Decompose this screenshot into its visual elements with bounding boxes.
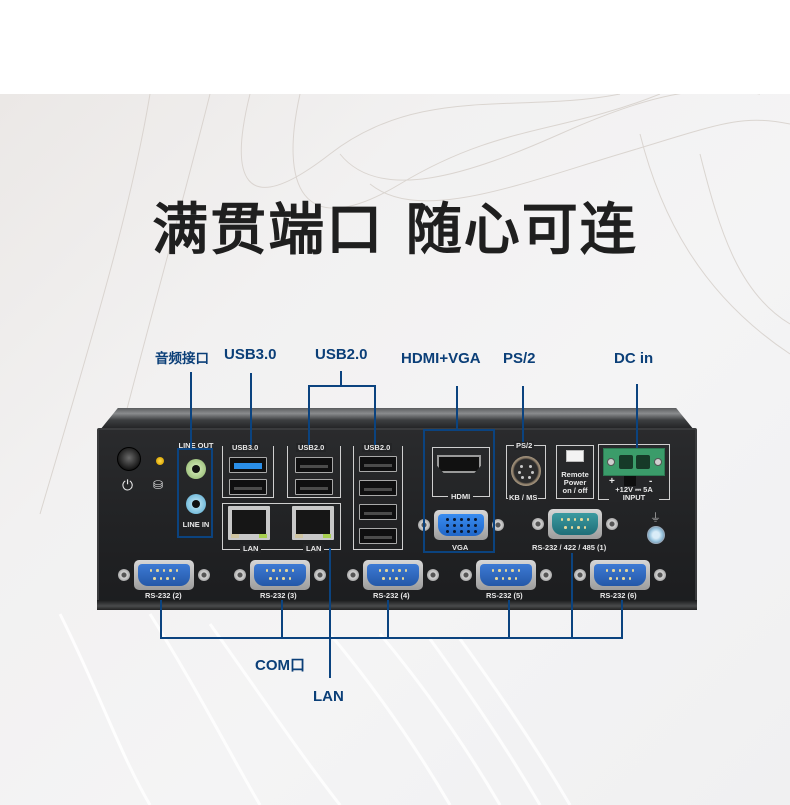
remote-label-line1: Remote xyxy=(561,470,589,479)
usb20-label-b: USB2.0 xyxy=(362,443,393,452)
ps2-port xyxy=(511,456,541,486)
callout-line-audio xyxy=(190,372,192,448)
remote-label-line3: on / off xyxy=(562,486,588,495)
hdmi-port xyxy=(437,455,481,473)
status-led xyxy=(156,457,164,465)
callout-line-hdmi-vga xyxy=(456,386,458,430)
usb20-port-2 xyxy=(295,479,333,495)
callout-lan: LAN xyxy=(313,688,344,705)
callout-dc-in: DC in xyxy=(614,350,654,367)
lan-label-2: LAN xyxy=(303,544,325,553)
usb20-bracket-left xyxy=(308,385,310,445)
lan-port-1 xyxy=(228,506,270,540)
usb20-frame-b xyxy=(353,446,403,550)
callout-line-ps2 xyxy=(522,386,524,442)
lan-port-2 xyxy=(292,506,334,540)
com4-port xyxy=(347,560,439,590)
callout-usb30: USB3.0 xyxy=(224,346,277,363)
com6-port xyxy=(574,560,666,590)
callout-line-usb30 xyxy=(250,373,252,445)
usb20-port-5 xyxy=(359,504,397,520)
callout-hdmi-vga: HDMI+VGA xyxy=(401,350,481,367)
remote-power-connector xyxy=(566,450,584,462)
callout-audio: 音频接口 xyxy=(155,351,209,367)
chassis-top-heatsink xyxy=(100,408,694,430)
com-line-3 xyxy=(281,600,283,639)
line-in-label: LINE IN xyxy=(182,520,210,529)
remote-power-frame xyxy=(556,445,594,499)
line-in-jack xyxy=(186,494,206,514)
usb20-bracket xyxy=(308,385,376,387)
com-line-6 xyxy=(621,600,623,639)
com4-label: RS-232 (4) xyxy=(373,591,410,600)
dc-input-label: INPUT xyxy=(609,493,659,502)
usb30-label: USB3.0 xyxy=(230,443,261,452)
usb20-frame-a xyxy=(287,446,341,498)
usb20-port-4 xyxy=(359,480,397,496)
usb20-port-6 xyxy=(359,528,397,544)
vga-port xyxy=(418,510,504,540)
usb30-port xyxy=(229,457,267,473)
dc-minus-label: - xyxy=(649,476,653,487)
usb20-port-3 xyxy=(359,456,397,472)
hdmi-vga-box-right xyxy=(493,429,495,553)
callout-line-dc-in xyxy=(636,384,638,448)
audio-box-right xyxy=(211,448,213,538)
dc-plus-label: + xyxy=(609,476,615,487)
callout-line-lan xyxy=(329,548,331,678)
power-button xyxy=(117,447,141,471)
com-bracket-bar xyxy=(160,637,623,639)
dc-voltage-label: +12V ⎓ 5A xyxy=(615,485,653,494)
callout-line-usb20 xyxy=(340,371,342,386)
com1-port xyxy=(532,509,618,539)
ground-icon: ⏚ xyxy=(650,512,661,524)
hdd-icon: ⛁ xyxy=(153,478,164,492)
hdmi-vga-box-left xyxy=(423,429,425,553)
com3-label: RS-232 (3) xyxy=(260,591,297,600)
page-headline: 满贯端口 随心可连 xyxy=(152,198,638,263)
com2-label: RS-232 (2) xyxy=(145,591,182,600)
com-line-5 xyxy=(508,600,510,639)
remote-label-line2: Power xyxy=(563,478,587,487)
hdmi-vga-box-bottom xyxy=(423,551,495,553)
audio-box-bottom xyxy=(177,536,213,538)
remote-power-label: Remote Power on / off xyxy=(557,471,593,495)
com3-port xyxy=(234,560,326,590)
com-line-2 xyxy=(160,600,162,639)
usb20-port-1 xyxy=(295,457,333,473)
usb-frame xyxy=(222,446,274,498)
audio-box-left xyxy=(177,448,179,538)
com5-port xyxy=(460,560,552,590)
com6-label: RS-232 (6) xyxy=(600,591,637,600)
line-out-label: LINE OUT xyxy=(178,441,214,450)
com-line-4 xyxy=(387,600,389,639)
line-out-jack xyxy=(186,459,206,479)
vga-label: VGA xyxy=(452,543,469,552)
ps2-label: PS/2 xyxy=(514,441,535,450)
usb-port xyxy=(229,479,267,495)
callout-ps2: PS/2 xyxy=(503,350,536,367)
dc-terminal-latch xyxy=(624,476,636,486)
lan-frame xyxy=(222,503,341,550)
callout-usb20: USB2.0 xyxy=(315,346,368,363)
com5-label: RS-232 (5) xyxy=(486,591,523,600)
wave-lines-decoration xyxy=(39,94,790,805)
usb20-bracket-right xyxy=(374,385,376,445)
kb-ms-label: KB / MS xyxy=(508,493,539,502)
audio-box-top xyxy=(177,448,213,450)
com1-label: RS-232 / 422 / 485 (1) xyxy=(532,543,607,552)
lan-label-1: LAN xyxy=(240,544,262,553)
hdmi-label: HDMI xyxy=(448,492,474,501)
ground-screw xyxy=(647,526,665,544)
dc-terminal-block xyxy=(603,448,665,476)
power-icon: ⏻ xyxy=(122,477,134,493)
hdmi-vga-box-top xyxy=(423,429,495,431)
usb20-label-a: USB2.0 xyxy=(296,443,327,452)
callout-com: COM口 xyxy=(255,657,305,674)
com-line-1 xyxy=(571,553,573,639)
com2-port xyxy=(118,560,210,590)
chassis-bottom-edge xyxy=(97,600,697,610)
